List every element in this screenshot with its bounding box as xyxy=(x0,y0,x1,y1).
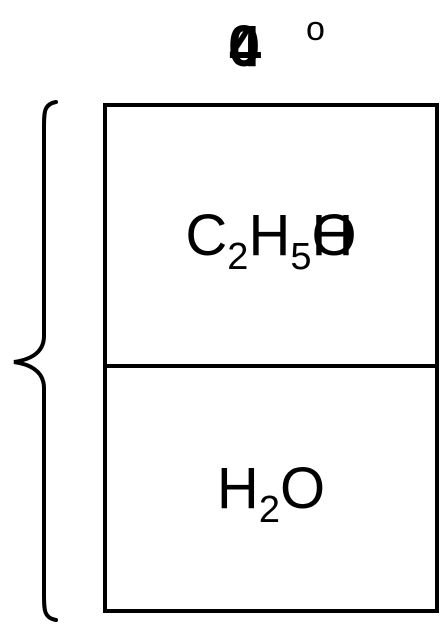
degree-mark: o xyxy=(306,10,325,48)
brace-path xyxy=(13,100,58,622)
tail-glyph-h: H xyxy=(311,202,354,268)
formula-c: C xyxy=(185,202,228,268)
formula-h-sub: 5 xyxy=(290,235,312,278)
formula-h-sub: 2 xyxy=(258,488,280,531)
label-glyph-four: 4 xyxy=(229,14,262,79)
formula-h: H xyxy=(248,202,291,268)
overlapped-label: 0 4 xyxy=(228,18,288,88)
lower-layer: H2O xyxy=(107,368,435,609)
lower-layer-formula: H2O xyxy=(217,459,325,529)
layer-boundary xyxy=(107,364,435,368)
formula-o: O xyxy=(279,455,326,521)
label-glyph-zero: 0 xyxy=(228,14,261,79)
left-brace xyxy=(13,100,58,622)
formula-h: H xyxy=(216,455,259,521)
formula-c-sub: 2 xyxy=(227,235,249,278)
tail-glyph-o: O xyxy=(311,202,357,268)
